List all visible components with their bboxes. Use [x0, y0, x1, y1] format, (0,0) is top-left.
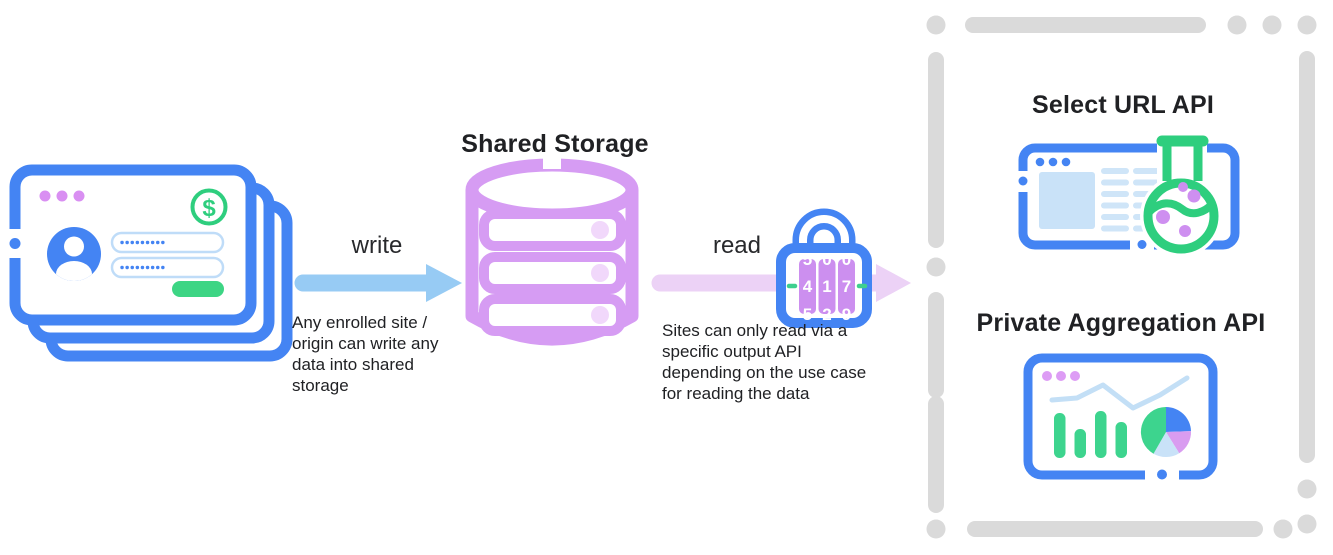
border-notch-dot — [9, 238, 21, 249]
lock-icon: 5 0 0 4 1 7 5 2 9 — [776, 208, 872, 328]
private-aggregation-api-icon — [1023, 353, 1218, 483]
select-url-api-title: Select URL API — [1031, 91, 1215, 119]
line-chart — [1049, 375, 1190, 411]
svg-text:$: $ — [202, 195, 216, 222]
dial3-top-digit: 0 — [842, 250, 851, 269]
read-label: read — [712, 232, 762, 259]
border-notch-dot — [1018, 176, 1028, 186]
dial2-top-digit: 0 — [822, 250, 831, 269]
password-field-2 — [110, 256, 225, 279]
border-notch-dot — [1157, 469, 1167, 480]
dial3-digit: 7 — [842, 277, 851, 296]
output-api-boundary-dots — [926, 15, 1317, 539]
pie-chart — [1140, 406, 1192, 458]
submit-button-shape — [172, 281, 224, 297]
dial1-digit: 4 — [803, 277, 813, 296]
dial1-top-digit: 5 — [803, 250, 812, 269]
shared-storage-title: Shared Storage — [461, 130, 649, 158]
password-field — [110, 231, 225, 254]
dollar-icon: $ — [190, 188, 228, 226]
dial2-digit: 1 — [822, 277, 831, 296]
database-icon — [465, 155, 639, 346]
read-description: Sites can only read via a specific outpu… — [662, 321, 867, 403]
border-notch-dot — [1137, 240, 1147, 249]
content-placeholder — [1039, 172, 1095, 229]
write-description: Any enrolled site / origin can write any… — [292, 313, 439, 395]
output-api-boundary — [928, 17, 1315, 537]
bar-chart — [1054, 411, 1127, 458]
cylinder-top-gap — [543, 155, 561, 169]
database-lights — [591, 221, 609, 324]
enrolled-sites-icon: $ — [3, 164, 293, 362]
dial1-bottom-digit: 5 — [803, 305, 812, 324]
write-arrow — [294, 264, 462, 302]
window-control-dots — [1035, 157, 1071, 167]
dial3-bottom-digit: 9 — [842, 305, 851, 324]
lock-dials: 5 0 0 4 1 7 5 2 9 — [799, 250, 855, 324]
flask-icon — [1140, 132, 1222, 257]
dial2-bottom-digit: 2 — [822, 305, 831, 324]
flask-liquid-line — [1146, 199, 1217, 218]
window-control-dots — [1042, 371, 1080, 381]
write-label: write — [351, 232, 403, 259]
private-aggregation-api-title: Private Aggregation API — [976, 309, 1266, 337]
flask-bubbles — [1156, 182, 1201, 237]
select-url-api-icon — [1015, 132, 1240, 257]
window-control-dots — [39, 190, 85, 202]
